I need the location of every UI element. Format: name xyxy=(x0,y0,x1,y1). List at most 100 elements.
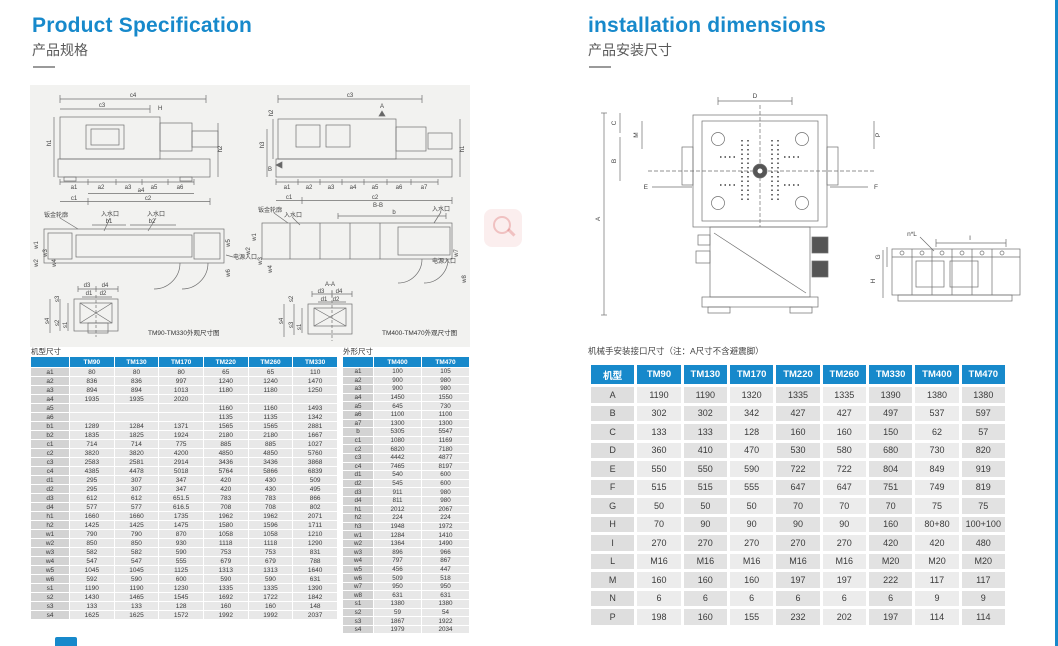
value-cell: 430 xyxy=(248,476,293,484)
value-cell: 1135 xyxy=(203,413,248,421)
value-cell: 730 xyxy=(422,402,469,410)
value-cell: 197 xyxy=(776,572,820,588)
value-cell: 980 xyxy=(422,385,469,393)
dim-label: c4 xyxy=(130,93,137,99)
dim-label: E xyxy=(644,184,649,191)
value-cell: M16 xyxy=(683,553,727,569)
value-cell: 518 xyxy=(422,574,469,582)
row-label: s4 xyxy=(343,625,373,634)
row-label: w3 xyxy=(31,548,69,556)
value-cell: 612 xyxy=(114,494,159,502)
value-cell: 2067 xyxy=(422,505,469,514)
value-cell: M16 xyxy=(729,553,774,569)
row-label: c4 xyxy=(343,462,373,471)
dim-label: 电源入口 xyxy=(233,253,257,261)
dim-label: c3 xyxy=(347,93,354,99)
value-cell: 1867 xyxy=(374,617,421,625)
value-cell: 600 xyxy=(422,471,469,479)
value-cell: 302 xyxy=(683,405,727,421)
row-label: L xyxy=(591,553,635,569)
row-label: I xyxy=(591,535,635,551)
value-cell: 1390 xyxy=(868,387,913,403)
value-cell: 133 xyxy=(637,424,681,440)
value-cell: 9 xyxy=(961,590,1005,606)
value-cell: 590 xyxy=(159,548,203,556)
value-cell: 753 xyxy=(248,548,293,556)
value-cell: M20 xyxy=(868,553,913,569)
value-cell: 6 xyxy=(637,590,681,606)
value-cell: 850 xyxy=(70,539,114,547)
value-cell: 714 xyxy=(114,440,159,448)
value-cell: 775 xyxy=(159,440,203,448)
value-cell: 90 xyxy=(776,516,820,532)
value-cell: 790 xyxy=(70,530,114,538)
value-cell: 5305 xyxy=(374,428,421,436)
value-cell: 590 xyxy=(248,575,293,583)
value-cell: 160 xyxy=(776,424,820,440)
dim-label: a5 xyxy=(372,185,379,191)
dim-label: G xyxy=(875,254,882,259)
value-cell: 509 xyxy=(374,574,421,582)
row-label: a4 xyxy=(343,393,373,402)
value-cell: 1230 xyxy=(159,584,203,592)
dim-label: d1 xyxy=(321,297,328,303)
dim-label: a3 xyxy=(125,185,132,191)
value-cell: 1045 xyxy=(114,566,159,574)
value-cell: 1100 xyxy=(422,410,469,419)
value-cell: 57 xyxy=(961,424,1005,440)
value-cell: 900 xyxy=(374,376,421,385)
value-cell: 1300 xyxy=(374,419,421,428)
value-cell: 612 xyxy=(70,494,114,502)
value-cell: 5018 xyxy=(159,467,203,475)
row-label: w6 xyxy=(31,575,69,583)
dim-label: H xyxy=(870,278,877,283)
row-label: a1 xyxy=(31,368,69,376)
dim-label: P xyxy=(875,133,882,137)
row-label: s1 xyxy=(31,584,69,592)
value-cell: 930 xyxy=(159,539,203,547)
value-cell: 714 xyxy=(70,440,114,448)
value-cell: 65 xyxy=(203,368,248,376)
value-cell: 966 xyxy=(422,548,469,557)
installation-drawing: D C M B E A P F n*L I G H xyxy=(595,93,1021,316)
row-label: N xyxy=(591,590,635,606)
value-cell: 1962 xyxy=(203,512,248,520)
dim-label: 电源入口 xyxy=(432,257,456,265)
left-divider xyxy=(33,66,55,68)
value-cell: 6 xyxy=(683,590,727,606)
dim-label: A-A xyxy=(325,282,335,288)
value-cell: 1493 xyxy=(293,404,337,412)
dim-label: h2 xyxy=(269,109,275,116)
installation-drawing-panel: D C M B E A P F n*L I G H xyxy=(590,85,1030,320)
value-cell: 950 xyxy=(374,582,421,591)
value-cell: 751 xyxy=(868,479,913,495)
value-cell: 547 xyxy=(114,557,159,565)
row-label: c1 xyxy=(31,440,69,448)
value-cell: 1240 xyxy=(248,377,293,385)
row-label: s1 xyxy=(343,600,373,608)
dim-label: w7 xyxy=(454,249,460,258)
value-cell: 4442 xyxy=(374,453,421,462)
value-cell: 1580 xyxy=(203,521,248,529)
value-cell: 836 xyxy=(70,377,114,385)
row-label: c2 xyxy=(31,449,69,457)
value-cell: 1240 xyxy=(203,377,248,385)
value-cell: 2037 xyxy=(293,611,337,619)
value-cell: 70 xyxy=(776,498,820,514)
column-header: TM170 xyxy=(159,357,203,367)
value-cell: 5764 xyxy=(203,467,248,475)
